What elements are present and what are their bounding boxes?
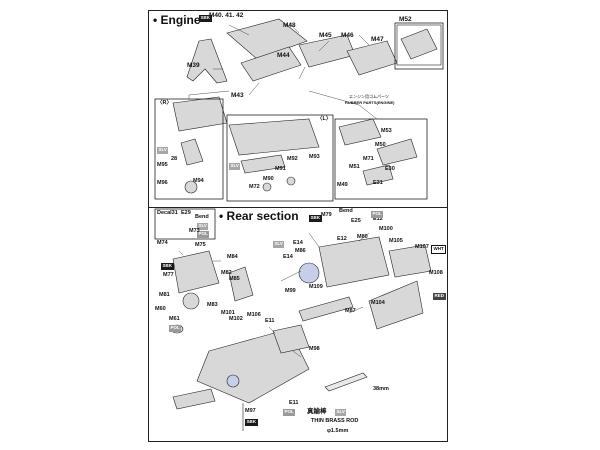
engine-sbk-badge: SBK	[199, 15, 212, 22]
label-m92: M92	[287, 156, 298, 162]
label-m82: M82	[221, 270, 232, 276]
decal-slv: SLV	[197, 223, 209, 230]
rubber-parts-jp: エンジン用ゴムパーツ	[349, 94, 389, 99]
label-m100: M100	[379, 226, 393, 232]
label-m94: M94	[193, 178, 204, 184]
label-e31: E31	[373, 180, 383, 186]
decal-title: Decal31	[157, 210, 178, 216]
label-e14-a: E14	[293, 240, 303, 246]
rear-right-pol: POL	[371, 211, 384, 218]
label-m73: M73	[189, 228, 200, 234]
instruction-sheet: • Engine SBK M40. 41. 42 M48 M45 M46 M47…	[148, 10, 448, 442]
label-m43: M43	[231, 92, 244, 99]
label-e12-mid: E12	[337, 236, 347, 242]
label-m61: M61	[169, 316, 180, 322]
label-e14-b: E14	[283, 254, 293, 260]
label-m52: M52	[399, 16, 412, 23]
rear-section-title: • Rear section	[219, 209, 299, 223]
rubber-parts-en: RUBBER PARTS(ENGINE)	[345, 100, 395, 105]
label-m91: M91	[275, 166, 286, 172]
brass-rod-jp: 真鍮棒	[307, 408, 327, 415]
rear-right-slv: SLV	[273, 241, 285, 248]
label-m93: M93	[309, 154, 320, 160]
label-m107: M107	[415, 244, 429, 250]
label-m40-42: M40. 41. 42	[209, 12, 244, 19]
label-m77: M77	[163, 272, 174, 278]
bottom-slv: SLV	[335, 409, 347, 416]
section-divider	[149, 207, 447, 208]
label-m104: M104	[371, 300, 385, 306]
label-m106: M106	[247, 312, 261, 318]
label-m96: M96	[157, 180, 168, 186]
label-m80: M80	[357, 234, 368, 240]
bottom-pol: POL	[283, 409, 296, 416]
label-m45: M45	[319, 32, 332, 39]
label-e25: E25	[351, 218, 361, 224]
label-28: 28	[171, 156, 178, 162]
rear-left-pol: POL	[169, 325, 182, 332]
label-m85: M85	[229, 276, 240, 282]
label-m50: M50	[375, 142, 386, 148]
left-box-tag: 〈R〉	[157, 100, 172, 106]
engine-section-title: • Engine	[153, 13, 201, 27]
label-m98: M98	[309, 346, 320, 352]
mid-box-slv: SLV	[229, 163, 241, 170]
label-e30: E30	[385, 166, 395, 172]
label-m44: M44	[277, 52, 290, 59]
label-m99: M99	[285, 288, 296, 294]
brass-rod-diameter: φ1.5mm	[327, 428, 349, 434]
label-m101: M101	[221, 310, 235, 316]
label-m74: M74	[157, 240, 168, 246]
bottom-sbk: SBK	[245, 419, 258, 426]
label-m49: M49	[337, 182, 348, 188]
label-m102: M102	[229, 316, 243, 322]
label-e11-bottom: E11	[289, 400, 299, 406]
label-m75: M75	[195, 242, 206, 248]
label-m60: M60	[155, 306, 166, 312]
label-m51: M51	[349, 164, 360, 170]
label-m95: M95	[157, 162, 168, 168]
brass-rod-en: THIN BRASS ROD	[311, 418, 359, 424]
label-e12-top: E12	[373, 216, 383, 222]
label-m39: M39	[187, 62, 200, 69]
brass-rod-length: 38mm	[373, 386, 389, 392]
label-e11-top: E11	[265, 318, 275, 324]
parts-illustration	[154, 18, 444, 431]
label-m109: M109	[309, 284, 323, 290]
label-m47: M47	[371, 36, 384, 43]
label-m53: M53	[381, 128, 392, 134]
label-m86: M86	[295, 248, 306, 254]
label-m84: M84	[227, 254, 238, 260]
decal-pol: POL	[197, 231, 210, 238]
label-m72: M72	[249, 184, 260, 190]
label-m87: M87	[345, 308, 356, 314]
label-m46: M46	[341, 32, 354, 39]
label-m79: M79	[321, 212, 332, 218]
rear-right-red: RED	[433, 293, 446, 300]
left-box-slv: SLV	[157, 147, 169, 154]
label-m90: M90	[263, 176, 274, 182]
mid-box-tag: 〈L〉	[317, 116, 332, 122]
rear-right-sbk: SBK	[309, 215, 322, 222]
rear-right-wht: WHT	[431, 245, 447, 254]
label-m108: M108	[429, 270, 443, 276]
label-m48: M48	[283, 22, 296, 29]
label-m81: M81	[159, 292, 170, 298]
label-bend-right: Bend	[339, 208, 353, 214]
label-bend-left: Bend	[195, 214, 209, 220]
label-m97: M97	[245, 408, 256, 414]
label-m83: M83	[207, 302, 218, 308]
label-m105: M105	[389, 238, 403, 244]
label-m71: M71	[363, 156, 374, 162]
label-e29: E29	[181, 210, 191, 216]
rear-left-sbk: SBK	[161, 263, 174, 270]
